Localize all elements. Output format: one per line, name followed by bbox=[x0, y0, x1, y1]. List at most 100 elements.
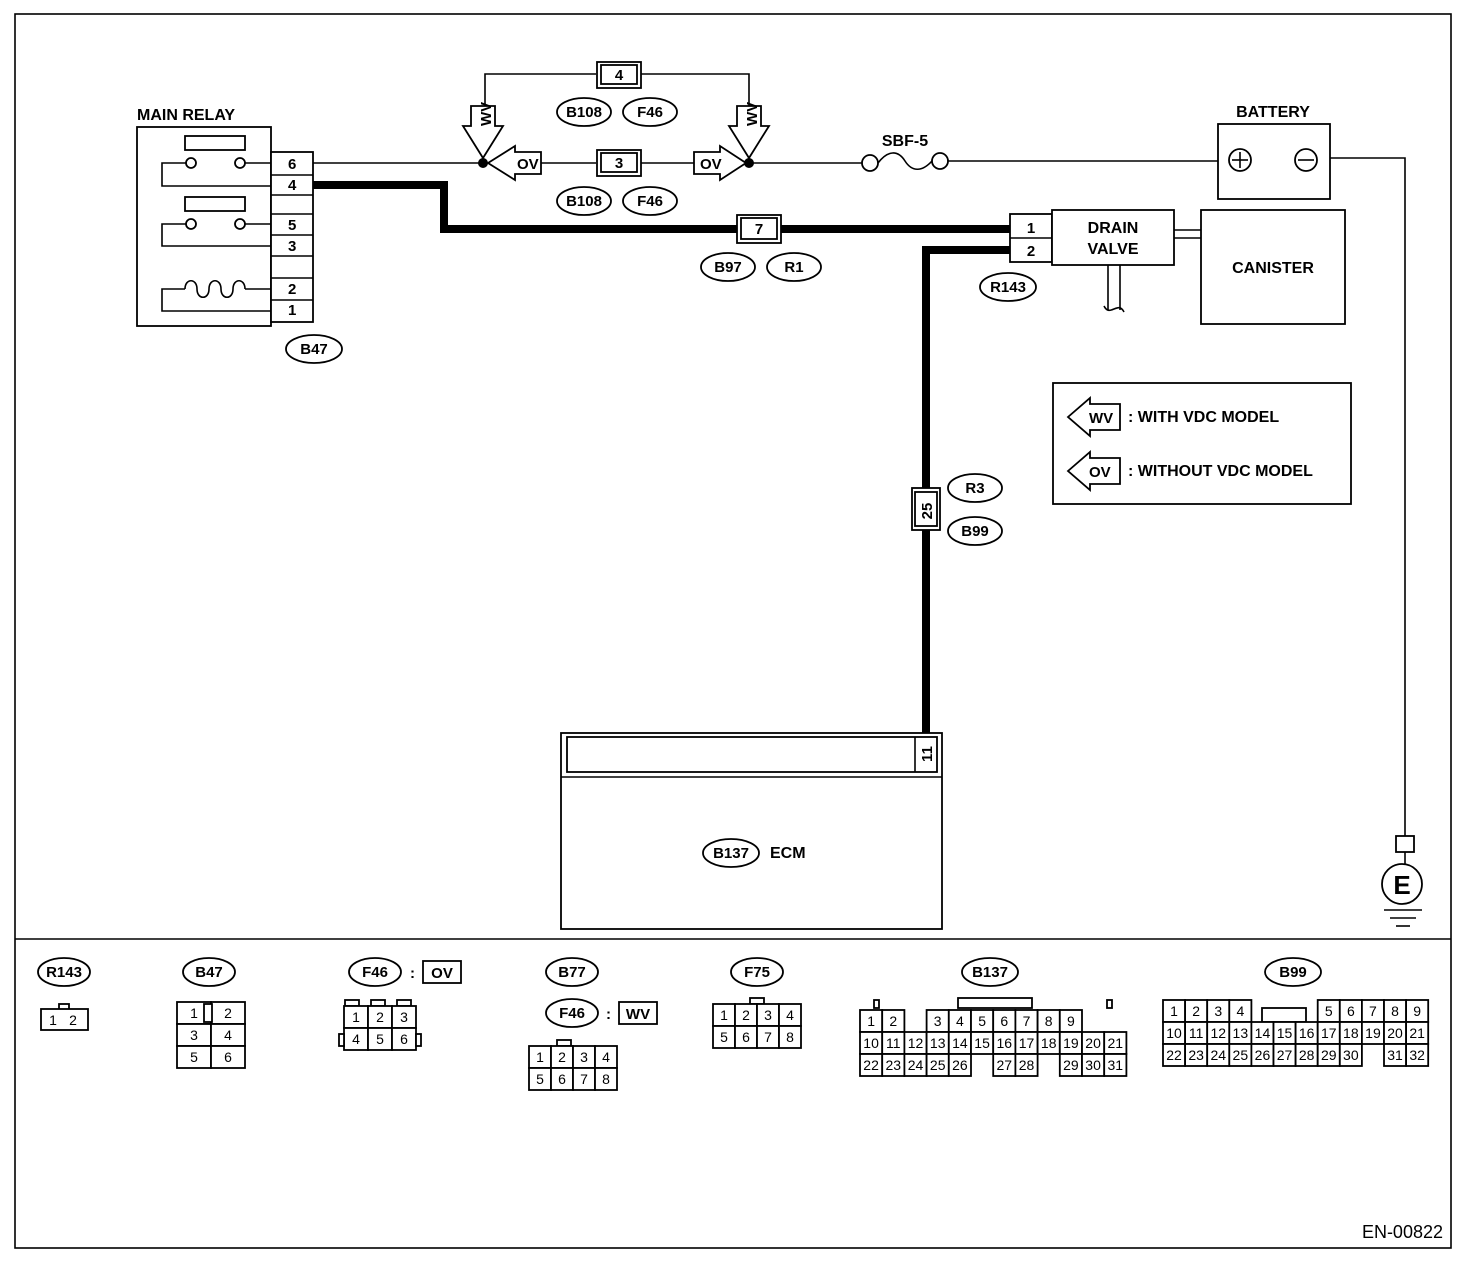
b47-oval bbox=[285, 334, 343, 364]
face-b77-pin-label: 1 bbox=[536, 1049, 544, 1065]
r1-oval bbox=[766, 252, 822, 282]
ecm: 11 B137 ECM bbox=[560, 732, 943, 930]
face-b99-pin bbox=[1405, 1043, 1430, 1067]
canister: CANISTER bbox=[1200, 209, 1346, 325]
face-b137-pin-label: 18 bbox=[1041, 1035, 1057, 1051]
face-b137-pin-label: 8 bbox=[1045, 1013, 1053, 1029]
b47-oval-label: B47 bbox=[300, 341, 328, 358]
r3-oval bbox=[947, 473, 1003, 503]
legend-wv-tag: WV bbox=[1089, 410, 1113, 427]
face-b99-pin-label: 15 bbox=[1277, 1025, 1293, 1041]
face-b47-pin-label: 6 bbox=[224, 1049, 232, 1065]
face-f75-pin bbox=[778, 1025, 802, 1049]
face-r143-oval bbox=[37, 957, 91, 987]
junction-left bbox=[478, 158, 488, 168]
face-b99-pin-label: 6 bbox=[1347, 1003, 1355, 1019]
svg-text:WV: WV bbox=[478, 102, 495, 126]
face-b77-pin-label: 4 bbox=[602, 1049, 610, 1065]
drain-valve-pin-1: 1 bbox=[1027, 220, 1035, 237]
face-b137-pin-label: 22 bbox=[863, 1057, 879, 1073]
face-f46-ov-pin-label: 3 bbox=[400, 1009, 408, 1025]
face-b137-pin-label: 7 bbox=[1023, 1013, 1031, 1029]
b97-label: B97 bbox=[714, 259, 742, 276]
face-b99-pin-label: 25 bbox=[1233, 1047, 1249, 1063]
f46-oval-top bbox=[622, 97, 678, 127]
face-f46-ov-tag-label: OV bbox=[431, 965, 453, 982]
face-b99-pin-label: 22 bbox=[1166, 1047, 1182, 1063]
relay-pin-3: 3 bbox=[288, 238, 296, 255]
face-b99-pin-label: 23 bbox=[1188, 1047, 1204, 1063]
face-b99-pin-label: 18 bbox=[1343, 1025, 1359, 1041]
junction-right bbox=[744, 158, 754, 168]
face-b77-pin-label: 5 bbox=[536, 1071, 544, 1087]
face-b99-pin-label: 26 bbox=[1255, 1047, 1271, 1063]
face-b137-pin-label: 30 bbox=[1085, 1057, 1101, 1073]
face-f75-oval bbox=[730, 957, 784, 987]
face-b99-pin-label: 17 bbox=[1321, 1025, 1337, 1041]
face-b137-pin bbox=[947, 1053, 972, 1077]
face-f46-wv-sep: : bbox=[606, 1006, 611, 1023]
legend-wv-arrow bbox=[1066, 396, 1121, 438]
face-b137-pin-label: 10 bbox=[863, 1035, 879, 1051]
r3-label: R3 bbox=[965, 480, 984, 497]
face-b47-oval bbox=[182, 957, 236, 987]
face-b99-pin-label: 21 bbox=[1409, 1025, 1425, 1041]
battery-title: BATTERY bbox=[1236, 104, 1310, 121]
face-f46-ov-sep: : bbox=[410, 965, 415, 982]
face-b99-pin-label: 3 bbox=[1214, 1003, 1222, 1019]
diagram-frame bbox=[14, 13, 1452, 1249]
svg-text:3: 3 bbox=[615, 155, 623, 172]
face-b99-pin-label: 2 bbox=[1192, 1003, 1200, 1019]
face-f75-pin-label: 4 bbox=[786, 1007, 794, 1023]
face-f46-wv-tag-label: WV bbox=[626, 1006, 650, 1023]
face-b137-oval bbox=[961, 957, 1019, 987]
face-b99-pin-label: 8 bbox=[1391, 1003, 1399, 1019]
f46-oval-mid bbox=[622, 186, 678, 216]
connector-7-block: 7 bbox=[736, 214, 782, 244]
face-b99-pin-label: 19 bbox=[1365, 1025, 1381, 1041]
b108-label-mid: B108 bbox=[566, 193, 602, 210]
connector-25-block: 25 bbox=[911, 487, 941, 531]
face-b99-pin-label: 32 bbox=[1409, 1047, 1425, 1063]
face-b137-oval-label: B137 bbox=[972, 964, 1008, 981]
ground-label: E bbox=[1393, 870, 1410, 900]
b99-oval bbox=[947, 516, 1003, 546]
face-b137-pin-label: 25 bbox=[930, 1057, 946, 1073]
battery: BATTERY bbox=[1217, 104, 1331, 200]
face-b137-pin-label: 17 bbox=[1019, 1035, 1035, 1051]
face-b77-pin-label: 2 bbox=[558, 1049, 566, 1065]
face-b137-pin-label: 24 bbox=[908, 1057, 924, 1073]
svg-text:4: 4 bbox=[615, 67, 624, 84]
r1-label: R1 bbox=[784, 259, 803, 276]
face-b99-pin-label: 31 bbox=[1387, 1047, 1403, 1063]
ov-arrow-left: OV bbox=[486, 144, 542, 182]
drain-valve-title-2: VALVE bbox=[1088, 241, 1139, 258]
face-b77-pin-label: 7 bbox=[580, 1071, 588, 1087]
f46-label-mid: F46 bbox=[637, 193, 663, 210]
face-f75-pin-label: 5 bbox=[720, 1029, 728, 1045]
face-b137-pin-label: 16 bbox=[997, 1035, 1013, 1051]
wv-arrow-left: WV bbox=[461, 102, 505, 160]
face-f75-pin-label: 7 bbox=[764, 1029, 772, 1045]
face-b47-pin-label: 3 bbox=[190, 1027, 198, 1043]
face-b99-pin-label: 16 bbox=[1299, 1025, 1315, 1041]
face-b137-pin-label: 15 bbox=[974, 1035, 990, 1051]
connector-4-block: 4 bbox=[596, 61, 642, 89]
svg-text:CANISTER: CANISTER bbox=[1232, 260, 1314, 277]
r143-label: R143 bbox=[990, 279, 1026, 296]
face-f46-ov-pin-label: 2 bbox=[376, 1009, 384, 1025]
face-r143-pin: 1 bbox=[49, 1012, 57, 1028]
face-b99-pin-label: 24 bbox=[1210, 1047, 1226, 1063]
face-f46-ov-pin-label: 1 bbox=[352, 1009, 360, 1025]
face-f46-ov-oval-label: F46 bbox=[362, 964, 388, 981]
face-b77-pin-label: 6 bbox=[558, 1071, 566, 1087]
legend-ov-tag: OV bbox=[1089, 464, 1111, 481]
svg-text:7: 7 bbox=[755, 221, 763, 238]
ecm-title: ECM bbox=[770, 845, 806, 862]
face-b99-pin-label: 20 bbox=[1387, 1025, 1403, 1041]
svg-text:OV: OV bbox=[517, 156, 539, 173]
face-b99-pin-label: 7 bbox=[1369, 1003, 1377, 1019]
face-b137-pin-label: 4 bbox=[956, 1013, 964, 1029]
legend-wv-text: : WITH VDC MODEL bbox=[1128, 409, 1279, 426]
